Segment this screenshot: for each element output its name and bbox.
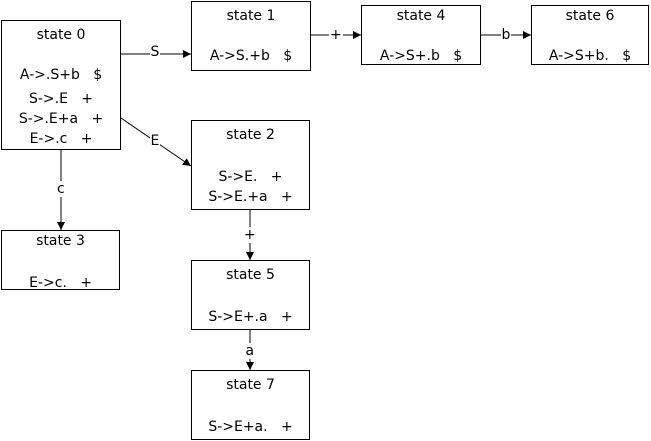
- state-title: state 5: [226, 267, 275, 283]
- transition-label-s1-s4: +: [329, 27, 343, 43]
- transition-label-s2-s5: +: [243, 227, 257, 243]
- transition-label-s0-s2: E: [149, 133, 161, 149]
- lr-item: S->E.+a +: [208, 189, 293, 205]
- state-node-s5: state 5 S->E+.a +: [191, 260, 310, 330]
- transition-label-s4-s6: b: [500, 27, 512, 43]
- state-title: state 1: [226, 8, 276, 24]
- lr-item: S->E+.a +: [208, 309, 293, 325]
- state-title: state 6: [565, 8, 615, 24]
- state-title: state 3: [36, 233, 85, 249]
- transition-label-s0-s3: c: [56, 181, 66, 197]
- state-node-s4: state 4 A->S+.b $: [361, 5, 481, 65]
- state-node-s0: state 0 A->.S+b $ S->.E + S->.E+a + E->.c +: [1, 20, 121, 150]
- lr-item: A->.S+b $: [19, 67, 103, 83]
- lr-item: S->.E +: [28, 91, 94, 107]
- lr-item: E->.c +: [29, 131, 93, 147]
- state-node-s6: state 6 A->S+b. $: [531, 5, 649, 65]
- lr-item: S->E+a. +: [208, 419, 293, 435]
- transition-label-s5-s7: a: [244, 343, 256, 359]
- lr-item: S->E. +: [218, 169, 283, 185]
- state-title: state 2: [226, 127, 275, 143]
- lr-item: A->S+.b $: [379, 48, 463, 64]
- lr-item: S->.E+a +: [18, 111, 104, 127]
- state-title: state 7: [226, 377, 275, 393]
- state-node-s1: state 1 A->S.+b $: [191, 1, 311, 71]
- state-node-s7: state 7 S->E+a. +: [191, 370, 310, 440]
- state-title: state 4: [396, 8, 446, 24]
- lr-item: A->S+b. $: [548, 48, 632, 64]
- lr-item: E->c. +: [29, 275, 92, 291]
- transition-label-s0-s1: S: [149, 44, 161, 60]
- state-node-s2: state 2 S->E. + S->E.+a +: [191, 120, 310, 210]
- state-title: state 0: [36, 27, 86, 43]
- lr-item: A->S.+b $: [209, 48, 293, 64]
- state-node-s3: state 3 E->c. +: [1, 230, 120, 291]
